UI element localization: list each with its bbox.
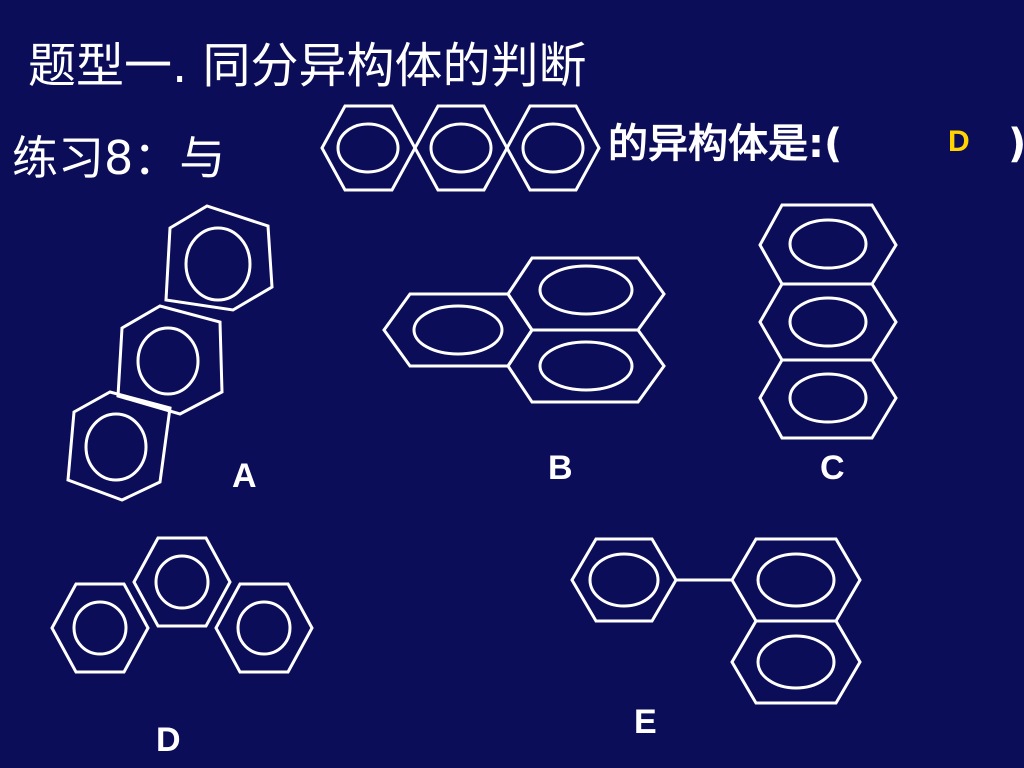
option-b-label: B bbox=[548, 449, 573, 487]
e-ring-naph-top bbox=[730, 537, 862, 623]
b-ring-upper bbox=[506, 256, 666, 332]
option-c-molecule bbox=[758, 203, 898, 440]
c-ring-bottom bbox=[758, 358, 898, 440]
ref-ring-3 bbox=[505, 104, 601, 192]
b-ring-lower bbox=[506, 328, 666, 404]
d-ring-right bbox=[214, 582, 314, 674]
reference-molecule bbox=[320, 104, 601, 192]
question-suffix: 的异构体是:( bbox=[608, 121, 843, 167]
option-e-label: E bbox=[634, 703, 657, 741]
b-ring-left bbox=[382, 292, 534, 368]
option-c-label: C bbox=[820, 449, 845, 487]
option-a-molecule bbox=[66, 204, 274, 502]
a-ring-bottom bbox=[66, 390, 172, 502]
ref-ring-2 bbox=[413, 104, 509, 192]
e-ring-phenyl bbox=[570, 537, 678, 623]
option-a-label: A bbox=[232, 457, 257, 495]
slide-title: 题型一. 同分异构体的判断 bbox=[28, 38, 587, 94]
option-e-molecule bbox=[570, 537, 862, 705]
option-d-label: D bbox=[156, 721, 181, 759]
c-ring-top bbox=[758, 203, 898, 286]
e-ring-naph-bottom bbox=[730, 619, 862, 705]
question-close-paren: ) bbox=[1008, 116, 1024, 172]
ref-ring-1 bbox=[320, 104, 417, 192]
a-ring-mid bbox=[116, 304, 224, 416]
question-prefix: 练习8：与 bbox=[12, 131, 226, 185]
option-b-molecule bbox=[382, 256, 666, 404]
d-ring-top bbox=[132, 536, 232, 628]
d-ring-left bbox=[50, 582, 150, 674]
a-ring-top bbox=[164, 204, 274, 312]
c-ring-mid bbox=[758, 282, 898, 362]
option-d-molecule bbox=[50, 536, 314, 674]
answer-text: D bbox=[948, 125, 970, 158]
